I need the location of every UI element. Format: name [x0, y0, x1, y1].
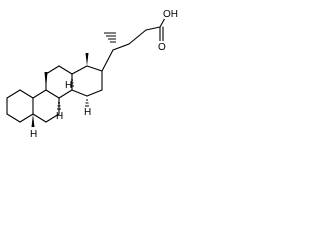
bond	[112, 43, 130, 51]
wedge-bond	[44, 72, 48, 89]
bond	[58, 65, 73, 75]
wedge-bond	[85, 53, 89, 66]
hydrogen-label: H	[84, 107, 91, 118]
hydroxyl-label: OH	[163, 9, 178, 20]
atom-labels: OH O H H H H	[30, 8, 178, 140]
hashed-bond	[104, 32, 116, 43]
bond	[128, 29, 147, 45]
bond	[145, 26, 161, 31]
structure-diagram: OH O H H H H	[0, 0, 179, 152]
label-bg	[157, 41, 166, 52]
hydrogen-label: H	[30, 129, 37, 140]
ring-d	[71, 65, 103, 97]
stereo-hydrogens	[31, 79, 89, 127]
bond	[159, 17, 166, 28]
hydrogen-label: H	[65, 80, 72, 91]
bond	[71, 89, 88, 97]
bond	[86, 89, 103, 97]
bond	[86, 65, 103, 72]
side-chain	[101, 17, 166, 72]
bond	[45, 89, 60, 99]
bond	[6, 89, 21, 99]
bond	[45, 113, 60, 123]
cholanic-acid-structure: OH O H H H H	[6, 8, 178, 140]
hydrogen-label: H	[56, 111, 63, 122]
label-bg	[162, 8, 178, 19]
ring-c	[45, 65, 73, 99]
ring-a	[6, 89, 34, 123]
bond	[71, 65, 88, 75]
bond	[32, 89, 47, 99]
bond	[19, 113, 34, 123]
bond	[32, 113, 47, 123]
methyl-groups	[44, 32, 116, 89]
bond	[6, 113, 21, 123]
bond	[58, 89, 73, 99]
bond	[19, 89, 34, 99]
wedge-bond	[31, 114, 35, 127]
carbonyl-oxygen-label: O	[158, 42, 166, 53]
bond	[45, 65, 60, 75]
bond	[101, 49, 114, 72]
